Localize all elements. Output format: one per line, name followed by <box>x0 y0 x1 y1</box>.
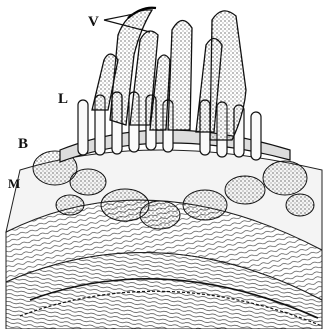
label-lieberkuhn: L <box>58 91 68 107</box>
villi <box>92 10 246 140</box>
label-muscularis: M <box>8 176 20 191</box>
label-brunner: B <box>18 136 28 152</box>
label-villi: V <box>88 14 99 30</box>
